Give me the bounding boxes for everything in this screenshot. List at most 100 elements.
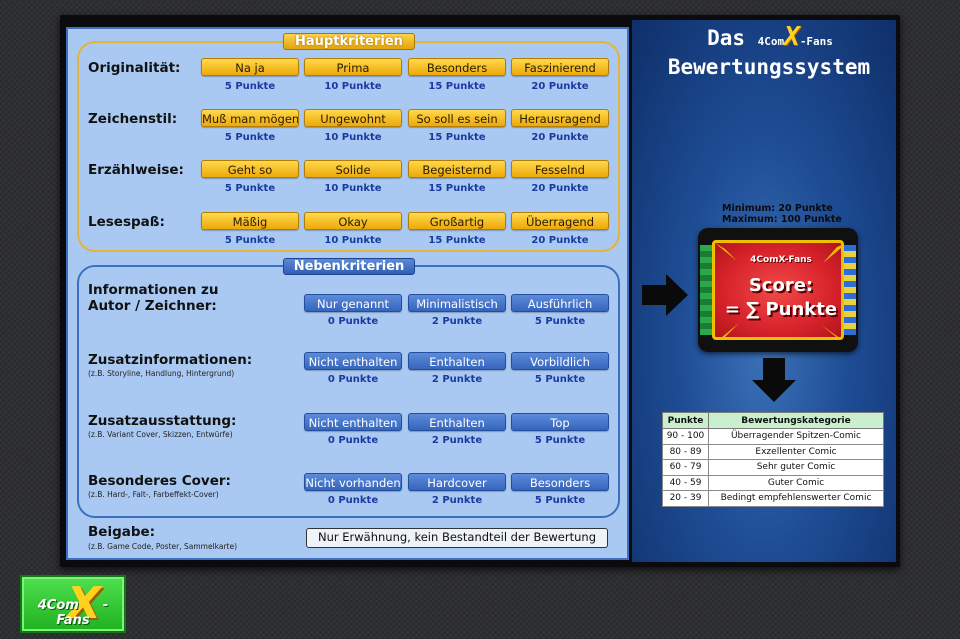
neben-label: Informationen zu [88, 282, 219, 298]
table-cell-category: Guter Comic [708, 474, 884, 491]
haupt-option-button[interactable]: Prima [304, 58, 402, 76]
haupt-option-button[interactable]: Solide [304, 160, 402, 178]
haupt-label: Lesespaß: [88, 214, 165, 230]
neben-points: 0 Punkte [327, 316, 379, 327]
neben-points: 2 Punkte [431, 435, 483, 446]
haupt-label: Erzählweise: [88, 162, 184, 178]
table-cell-category: Exzellenter Comic [708, 443, 884, 460]
neben-points: 2 Punkte [431, 495, 483, 506]
table-cell-category: Bedingt empfehlenswerter Comic [708, 490, 884, 507]
logo-x-glyph: X [67, 578, 101, 629]
haupt-option-button[interactable]: So soll es sein [408, 109, 506, 127]
haupt-points: 10 Punkte [324, 183, 382, 194]
haupt-points: 10 Punkte [324, 235, 382, 246]
neben-sub: (z.B. Hard-, Falt-, Farbeffekt-Cover) [88, 490, 219, 499]
neben-label: Zusatzinformationen: [88, 352, 253, 368]
neben-option-button[interactable]: Nicht vorhanden [304, 473, 402, 491]
haupt-option-button[interactable]: Begeisternd [408, 160, 506, 178]
neben-option-button[interactable]: Ausführlich [511, 294, 609, 312]
haupt-points: 5 Punkte [224, 183, 276, 194]
table-cell-range: 60 - 79 [662, 459, 709, 476]
neben-option-button[interactable]: Enthalten [408, 413, 506, 431]
neben-option-button[interactable]: Hardcover [408, 473, 506, 491]
heading-line1: Das 4ComX-Fans [690, 24, 850, 55]
haupt-option-button[interactable]: Faszinierend [511, 58, 609, 76]
table-cell-category: Sehr guter Comic [708, 459, 884, 476]
table-cell-range: 80 - 89 [662, 443, 709, 460]
beigabe-note: Nur Erwähnung, kein Bestandteil der Bewe… [306, 528, 608, 548]
neben-option-button[interactable]: Minimalistisch [408, 294, 506, 312]
table-header-row: Punkte Bewertungskategorie [662, 412, 884, 429]
table-header-kategorie: Bewertungskategorie [708, 412, 884, 429]
haupt-option-button[interactable]: Herausragend [511, 109, 609, 127]
haupt-points: 10 Punkte [324, 81, 382, 92]
neben-label-line2: Autor / Zeichner: [88, 298, 217, 314]
neben-points: 2 Punkte [431, 374, 483, 385]
hauptkriterien-title: Hauptkriterien [283, 33, 415, 50]
score-card-face: 4ComX-Fans Score: = ∑ Punkte [712, 240, 844, 340]
neben-sub: (z.B. Variant Cover, Skizzen, Entwürfe) [88, 430, 233, 439]
haupt-points: 20 Punkte [531, 81, 589, 92]
haupt-option-button[interactable]: Großartig [408, 212, 506, 230]
neben-option-button[interactable]: Vorbildlich [511, 352, 609, 370]
haupt-option-button[interactable]: Geht so [201, 160, 299, 178]
neben-points: 2 Punkte [431, 316, 483, 327]
haupt-option-button[interactable]: Muß man mögen [201, 109, 299, 127]
haupt-points: 5 Punkte [224, 132, 276, 143]
neben-points: 5 Punkte [534, 435, 586, 446]
haupt-points: 5 Punkte [224, 235, 276, 246]
score-minimum: Minimum: 20 Punkte [722, 203, 833, 214]
neben-sub: (z.B. Storyline, Handlung, Hintergrund) [88, 369, 235, 378]
neben-label: Zusatzausstattung: [88, 413, 237, 429]
neben-points: 0 Punkte [327, 435, 379, 446]
neben-option-button[interactable]: Besonders [511, 473, 609, 491]
score-label: Score: [748, 275, 814, 296]
table-cell-range: 40 - 59 [662, 474, 709, 491]
haupt-option-button[interactable]: Fesselnd [511, 160, 609, 178]
beigabe-label: Beigabe: [88, 524, 156, 540]
neben-option-button[interactable]: Nicht enthalten [304, 352, 402, 370]
haupt-points: 15 Punkte [428, 81, 486, 92]
score-logo: 4ComX-Fans [750, 255, 812, 265]
table-cell-range: 90 - 100 [662, 428, 709, 445]
neben-option-button[interactable]: Top [511, 413, 609, 431]
haupt-points: 15 Punkte [428, 132, 486, 143]
bottom-logo: X 4Com-Fans [20, 575, 126, 633]
haupt-points: 15 Punkte [428, 235, 486, 246]
haupt-option-button[interactable]: Na ja [201, 58, 299, 76]
haupt-option-button[interactable]: Okay [304, 212, 402, 230]
beigabe-sub: (z.B. Game Code, Poster, Sammelkarte) [88, 542, 238, 551]
neben-option-button[interactable]: Nur genannt [304, 294, 402, 312]
score-maximum: Maximum: 100 Punkte [722, 214, 842, 225]
haupt-label: Zeichenstil: [88, 111, 178, 127]
neben-points: 0 Punkte [327, 495, 379, 506]
haupt-points: 10 Punkte [324, 132, 382, 143]
haupt-points: 20 Punkte [531, 132, 589, 143]
neben-points: 5 Punkte [534, 316, 586, 327]
neben-label: Besonderes Cover: [88, 473, 231, 489]
arrow-right-icon [642, 274, 688, 316]
heading-das: Das [707, 26, 745, 50]
haupt-option-button[interactable]: Ungewohnt [304, 109, 402, 127]
neben-points: 5 Punkte [534, 374, 586, 385]
haupt-option-button[interactable]: Mäßig [201, 212, 299, 230]
heading-logo: 4ComX-Fans [757, 22, 833, 52]
haupt-points: 15 Punkte [428, 183, 486, 194]
table-cell-category: Überragender Spitzen-Comic [708, 428, 884, 445]
haupt-option-button[interactable]: Überragend [511, 212, 609, 230]
haupt-label: Originalität: [88, 60, 181, 76]
logo-text: 4Com-Fans [37, 598, 109, 628]
haupt-points: 20 Punkte [531, 235, 589, 246]
neben-option-button[interactable]: Enthalten [408, 352, 506, 370]
haupt-points: 20 Punkte [531, 183, 589, 194]
table-header-punkte: Punkte [662, 412, 709, 429]
haupt-option-button[interactable]: Besonders [408, 58, 506, 76]
heading-line2: Bewertungssystem [667, 55, 871, 79]
score-formula: = ∑ Punkte [724, 299, 838, 320]
neben-option-button[interactable]: Nicht enthalten [304, 413, 402, 431]
